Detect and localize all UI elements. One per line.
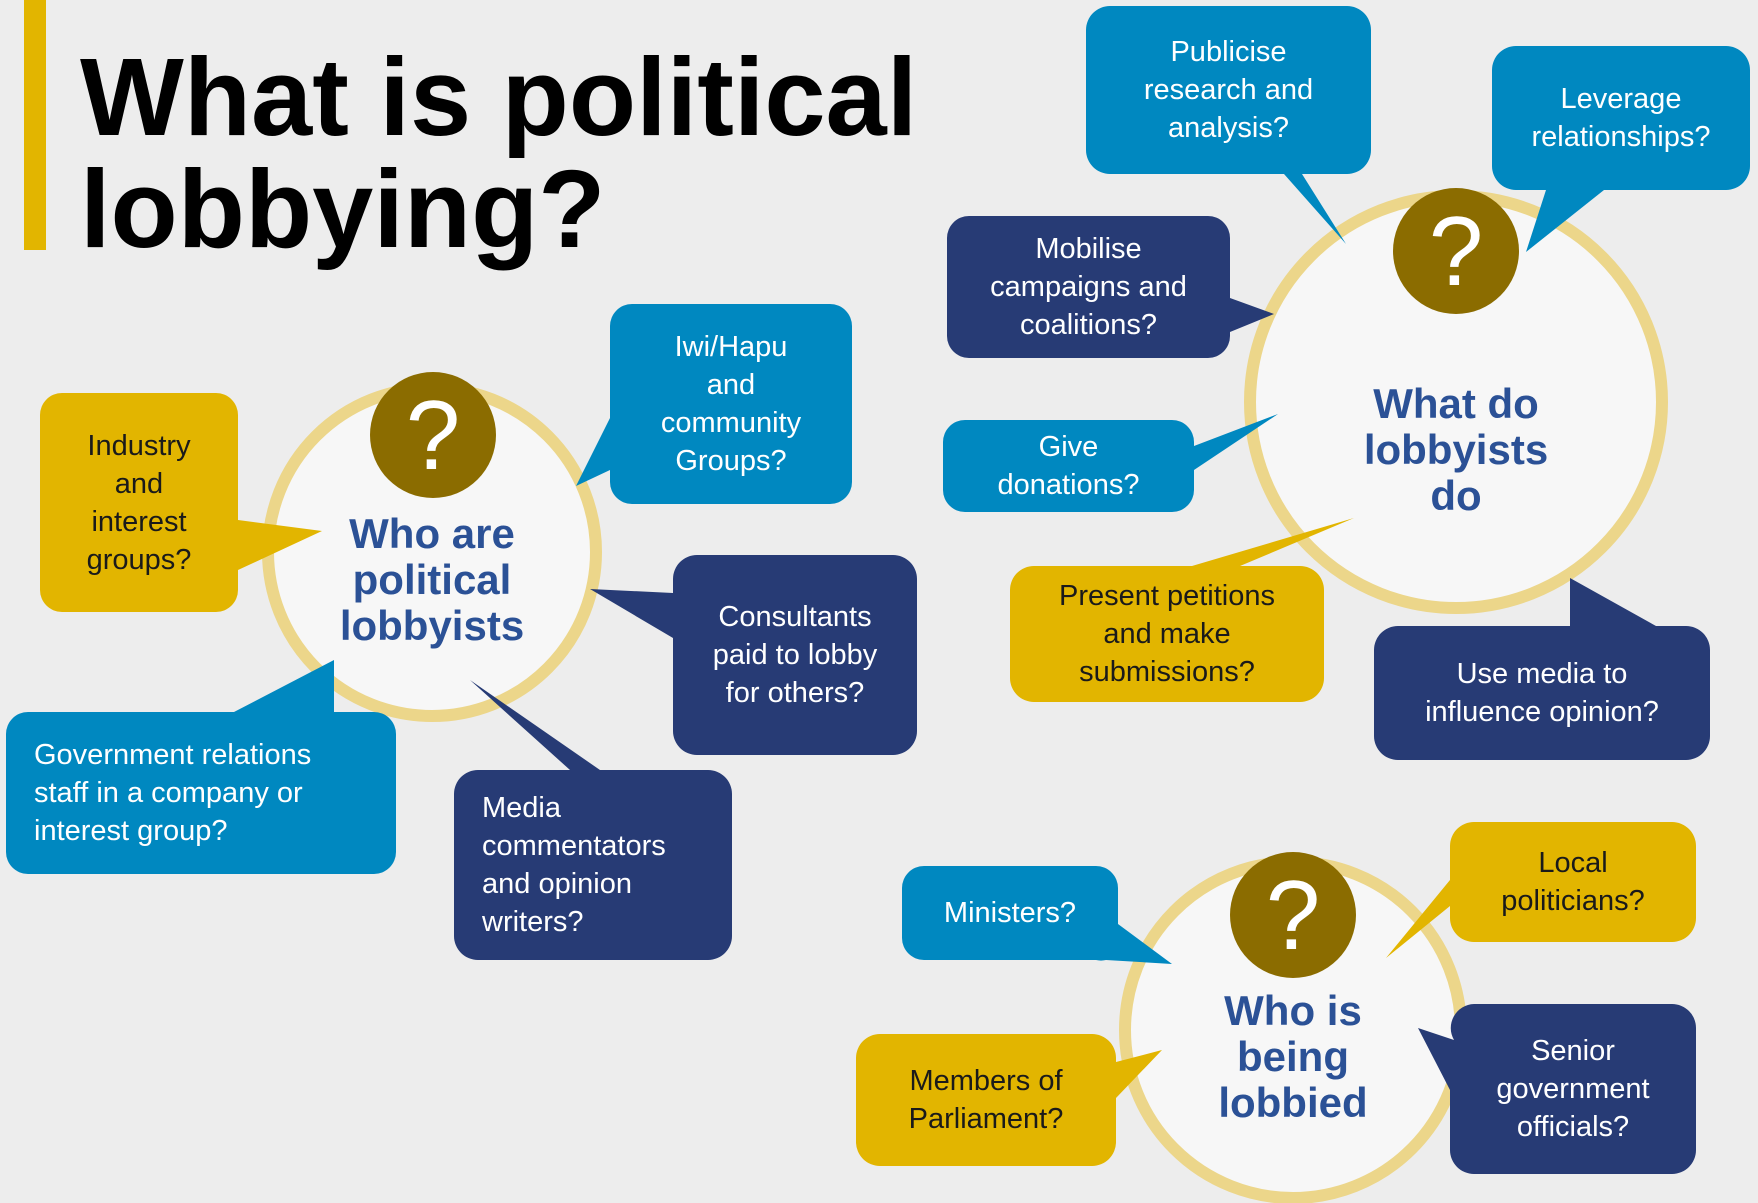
bubble-line: Groups? — [675, 445, 787, 477]
bubble-line: Parliament? — [908, 1103, 1064, 1135]
bubble-local-politicians: Local politicians? — [1450, 822, 1696, 942]
bubble-line: interest — [91, 505, 187, 538]
bubble-line: writers? — [482, 906, 584, 938]
bubble-shape-use-media — [1374, 578, 1710, 760]
bubble-line: politicians? — [1501, 885, 1645, 917]
bubble-line: Present petitions — [1058, 580, 1275, 612]
bubble-line: and make — [1103, 618, 1231, 650]
title-line-1: What is political — [80, 36, 918, 159]
bubble-senior-officials: Senior government officials? — [1450, 1004, 1696, 1174]
bubble-line: officials? — [1516, 1111, 1630, 1143]
bubble-shape-publicise-research — [1086, 6, 1371, 244]
bubble-line: and — [706, 369, 756, 401]
hub-label-line: lobbied — [1218, 1079, 1368, 1126]
title-accent-bar — [24, 0, 46, 250]
bubble-line: relationships? — [1531, 121, 1711, 153]
bubble-line: Mobilise — [1035, 233, 1142, 265]
question-mark-icon: ? — [1230, 852, 1356, 978]
hub-label-what-do-lobbyists-do: What do lobbyists do — [1346, 380, 1566, 520]
bubble-line: Members of — [909, 1065, 1063, 1097]
hub-label-line: being — [1236, 1033, 1349, 1080]
bubble-line: Use media to — [1456, 658, 1628, 690]
bubble-line: Media — [482, 792, 561, 824]
bubble-line: analysis? — [1168, 112, 1289, 144]
hub-label-line: do — [1430, 472, 1482, 519]
hub-label-line: lobbyists — [339, 602, 525, 649]
bubble-line: and opinion — [482, 868, 632, 900]
bubble-line: Ministers? — [943, 897, 1077, 929]
bubble-line: campaigns and — [990, 271, 1187, 303]
bubble-media-commentators: Media commentators and opinion writers? — [454, 770, 732, 960]
bubble-shape-mobilise-campaigns — [947, 216, 1274, 358]
hub-label-line: political — [352, 556, 512, 603]
hub-label-who-are-lobbyists: Who are political lobbyists — [322, 510, 542, 650]
bubble-line: submissions? — [1079, 656, 1255, 688]
hub-label-line: Who are — [349, 510, 515, 557]
bubble-line: government — [1496, 1073, 1650, 1105]
bubble-line: and — [114, 467, 164, 500]
bubble-shape-government-relations — [6, 660, 396, 874]
bubble-line: for others? — [725, 677, 865, 709]
question-mark-icon: ? — [1393, 188, 1519, 314]
bubble-shape-consultants — [590, 555, 917, 755]
page-title: What is political lobbying? — [80, 42, 917, 266]
bubble-publicise-research: Publicise research and analysis? — [1086, 6, 1371, 174]
bubble-members-of-parliament: Members of Parliament? — [856, 1034, 1116, 1166]
bubble-line: coalitions? — [1019, 309, 1158, 341]
bubble-industry-groups: Industry and interest groups? — [40, 393, 238, 612]
bubble-shape-industry-groups — [40, 393, 322, 612]
bubble-present-petitions: Present petitions and make submissions? — [1010, 566, 1324, 702]
bubble-iwi-hapu: Iwi/Hapu and community Groups? — [610, 304, 852, 504]
bubble-line: research and — [1143, 74, 1314, 106]
bubble-consultants: Consultants paid to lobby for others? — [673, 555, 917, 755]
bubble-line: Senior — [1531, 1035, 1615, 1067]
bubble-mobilise-campaigns: Mobilise campaigns and coalitions? — [947, 216, 1230, 358]
bubble-shape-give-donations — [943, 414, 1278, 512]
bubble-shape-members-of-parliament — [856, 1034, 1162, 1166]
hub-label-line: Who is — [1224, 987, 1362, 1034]
bubble-shape-senior-officials — [1418, 1004, 1696, 1174]
bubble-line: paid to lobby — [712, 639, 878, 671]
question-mark-icon: ? — [370, 372, 496, 498]
bubble-line: Local — [1538, 847, 1608, 879]
bubble-line: Give — [1038, 431, 1099, 463]
bubble-use-media: Use media to influence opinion? — [1374, 626, 1710, 760]
bubble-line: groups? — [86, 543, 192, 576]
bubble-shape-local-politicians — [1386, 822, 1696, 958]
bubble-shape-present-petitions — [1010, 518, 1354, 702]
bubble-line: Industry — [87, 429, 191, 462]
bubble-leverage-relationships: Leverage relationships? — [1492, 46, 1750, 190]
hub-label-line: What do — [1373, 380, 1539, 427]
bubble-line: Government relations — [34, 739, 312, 771]
bubble-line: donations? — [997, 469, 1140, 501]
bubble-line: Consultants — [718, 601, 872, 633]
bubble-government-relations: Government relations staff in a company … — [6, 712, 396, 874]
bubble-ministers: Ministers? — [902, 866, 1118, 960]
bubble-give-donations: Give donations? — [943, 420, 1194, 512]
bubble-line: Iwi/Hapu — [674, 331, 788, 363]
hub-label-who-is-lobbied: Who is being lobbied — [1183, 987, 1403, 1127]
bubble-line: influence opinion? — [1425, 696, 1659, 728]
bubble-shape-leverage-relationships — [1492, 46, 1750, 252]
bubble-shape-iwi-hapu — [576, 304, 852, 504]
bubble-line: Publicise — [1170, 36, 1287, 68]
bubble-shape-ministers — [902, 866, 1172, 964]
bubble-line: commentators — [482, 830, 666, 862]
title-line-2: lobbying? — [80, 148, 606, 271]
bubble-line: Leverage — [1560, 83, 1682, 115]
bubble-line: community — [660, 407, 802, 439]
bubble-shape-media-commentators — [454, 680, 732, 960]
hub-label-line: lobbyists — [1363, 426, 1549, 473]
bubble-line: interest group? — [34, 815, 228, 847]
bubble-line: staff in a company or — [34, 777, 303, 809]
